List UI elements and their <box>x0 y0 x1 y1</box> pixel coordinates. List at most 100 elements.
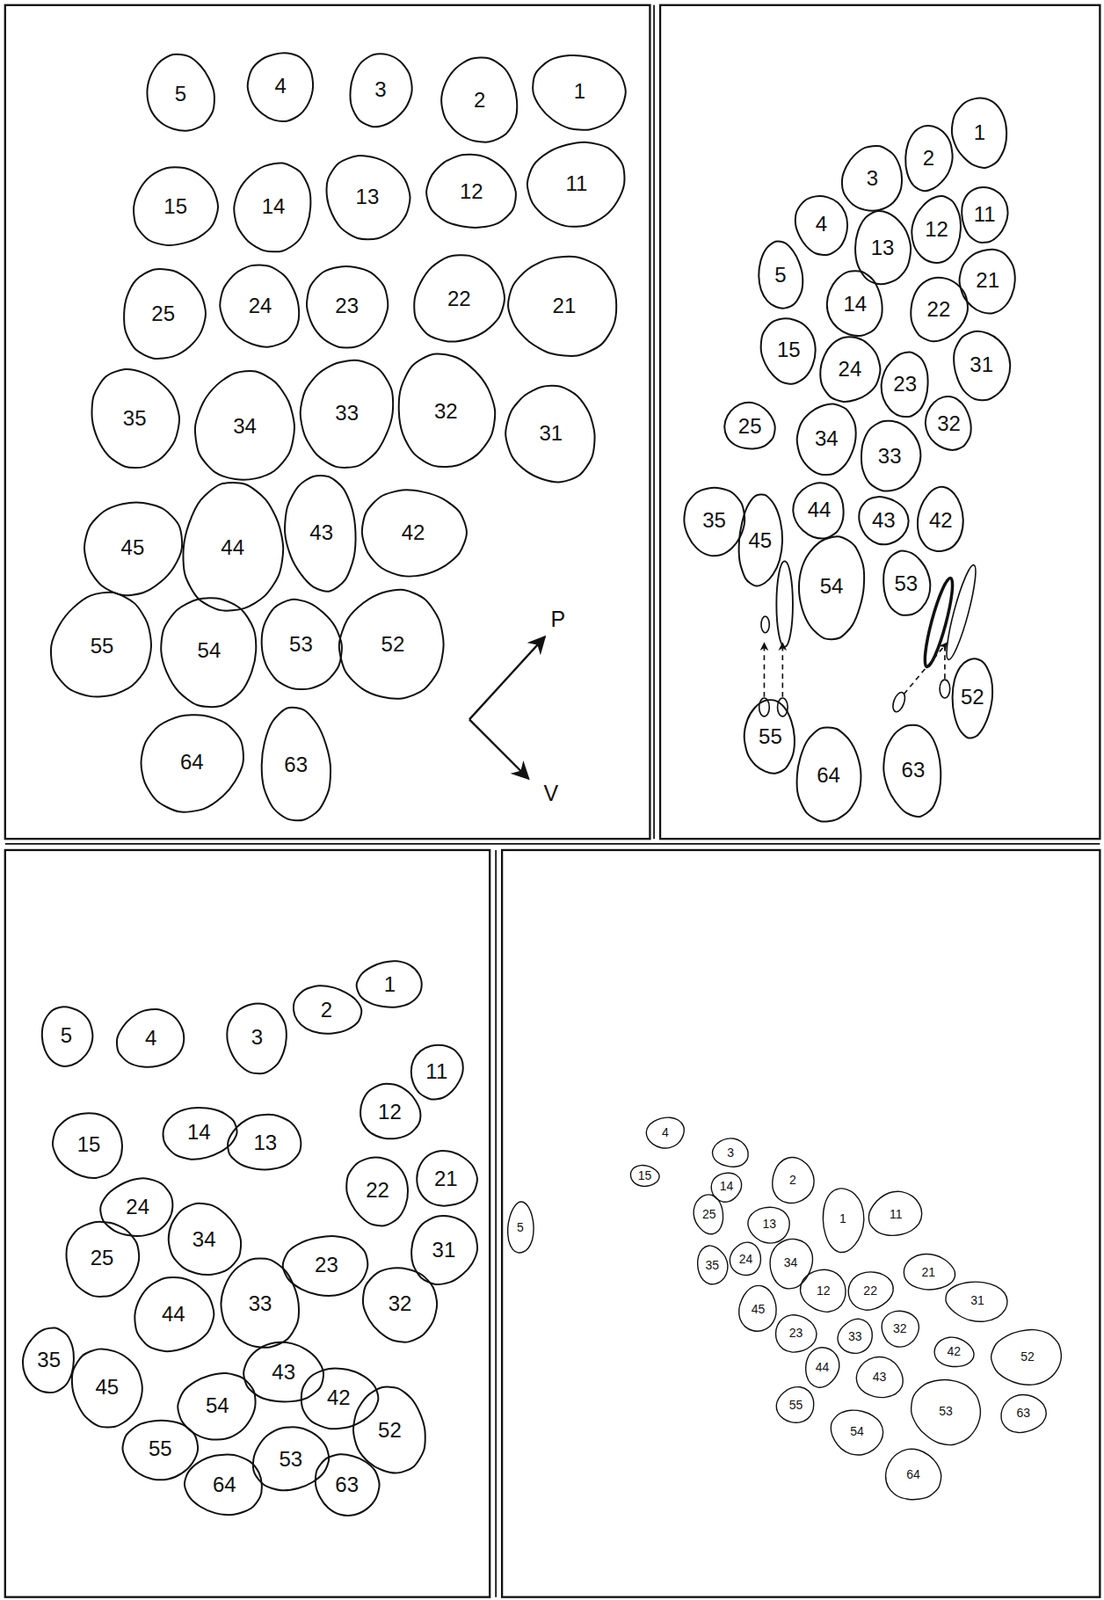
cell-number: 53 <box>893 572 919 596</box>
cell-number: 12 <box>815 1284 832 1298</box>
cell-border <box>100 1177 173 1235</box>
cell-border <box>798 536 864 640</box>
cell-border <box>925 396 972 451</box>
cell-border <box>146 54 214 131</box>
cell-outline: 4 <box>112 1005 189 1072</box>
cell-number: 45 <box>94 1375 121 1399</box>
cell-border <box>226 1003 286 1074</box>
cell-number: 52 <box>380 632 407 656</box>
cell-outline: 32 <box>389 349 502 473</box>
cell-number: 44 <box>814 1360 831 1374</box>
cell-number: 44 <box>219 536 246 560</box>
cell-border <box>748 1206 790 1243</box>
cell-outline: 5 <box>38 1000 95 1072</box>
cell-number: 64 <box>179 750 205 774</box>
cell-outline: 35 <box>18 1324 80 1396</box>
cell-number: 5 <box>174 82 188 106</box>
cell-number: 42 <box>946 1344 963 1359</box>
cell-border <box>776 1314 817 1352</box>
cell-border <box>911 196 961 263</box>
cell-number: 31 <box>969 1293 986 1308</box>
cell-outline: 64 <box>790 724 867 827</box>
cell-outline: 52 <box>949 651 996 743</box>
cell-number: 5 <box>773 263 787 287</box>
cell-number: 14 <box>261 195 287 218</box>
cell-number: 3 <box>373 78 387 102</box>
cell-border <box>883 551 930 616</box>
cell-outline: 53 <box>246 1423 335 1495</box>
cell-number: 34 <box>232 414 258 438</box>
cell-number: 52 <box>959 685 986 709</box>
cell-border <box>725 402 776 449</box>
cell-number: 15 <box>637 1169 654 1183</box>
dashed-arrow <box>763 642 766 698</box>
cell-outline: 44 <box>174 479 291 618</box>
cell-number: 1 <box>838 1212 848 1226</box>
cell-number: 11 <box>564 172 589 196</box>
cell-border <box>220 1258 298 1348</box>
cell-outline: 2 <box>288 981 365 1039</box>
cell-outline: 53 <box>255 594 346 697</box>
cell-outline: 21 <box>500 252 628 360</box>
cell-number: 11 <box>973 203 997 226</box>
cell-number: 24 <box>124 1195 151 1219</box>
cell-outline: 11 <box>522 135 631 233</box>
cell-outline: 31 <box>948 326 1015 404</box>
cell-outline: 2 <box>901 119 955 197</box>
cell-outline: 64 <box>178 1451 270 1518</box>
cell-outline: 5 <box>142 50 219 138</box>
cell-outline: 14 <box>228 159 319 256</box>
cell-number: 54 <box>196 639 223 662</box>
cell-outline: 14 <box>158 1102 240 1164</box>
cell-border <box>299 360 393 468</box>
cell-number: 21 <box>552 294 578 318</box>
cell-number: 54 <box>849 1424 865 1439</box>
cell-number: 1 <box>973 121 987 145</box>
cell-border <box>991 1329 1062 1386</box>
cell-number: 45 <box>750 1302 767 1316</box>
cell-number: 24 <box>247 294 274 318</box>
cell-outline: 63 <box>879 719 946 821</box>
cell-outline: 44 <box>130 1271 218 1359</box>
cell-number: 33 <box>334 401 360 425</box>
cell-number: 4 <box>814 212 828 236</box>
cell-number: 43 <box>871 1370 888 1384</box>
cell-outline: 11 <box>956 183 1013 246</box>
cell-border <box>219 264 299 347</box>
cell-outline: 32 <box>922 392 975 455</box>
cell-number: 35 <box>36 1348 62 1372</box>
cell-outline: 55 <box>45 587 159 705</box>
cell-outline: 13 <box>743 1204 795 1245</box>
cell-outline: 33 <box>835 1315 876 1357</box>
cell-border <box>355 960 422 1008</box>
cell-border <box>122 1420 198 1480</box>
cell-border <box>934 1336 974 1366</box>
cell-number: 5 <box>515 1220 525 1235</box>
cell-outline: 55 <box>772 1384 819 1425</box>
cell-outline: 14 <box>708 1169 745 1206</box>
cell-border <box>694 1194 724 1235</box>
cell-number: 53 <box>288 632 314 656</box>
cell-outline: 52 <box>348 1381 431 1479</box>
cell-border <box>72 1349 143 1428</box>
cell-outline: 12 <box>422 148 520 236</box>
cell-number: 23 <box>892 372 918 396</box>
panel-divider <box>494 849 497 1598</box>
cell-outline: 23 <box>303 257 392 355</box>
cell-border <box>228 1114 302 1170</box>
cell-number: 13 <box>761 1217 778 1231</box>
cell-outline: 55 <box>119 1413 202 1485</box>
cell-outline: 3 <box>221 999 293 1076</box>
cell-border <box>869 1191 923 1236</box>
cell-outline: 54 <box>826 1406 888 1458</box>
cell-outline: 21 <box>957 242 1019 320</box>
cell-number: 52 <box>377 1418 403 1442</box>
cell-border <box>952 658 993 738</box>
cell-outline: 45 <box>734 489 786 592</box>
cell-border <box>697 1245 728 1285</box>
cell-border <box>293 986 362 1034</box>
cell-outline: 13 <box>851 204 914 292</box>
cell-border <box>910 1380 981 1446</box>
cell-outline: 22 <box>905 273 972 345</box>
cell-outline: 32 <box>877 1307 923 1349</box>
